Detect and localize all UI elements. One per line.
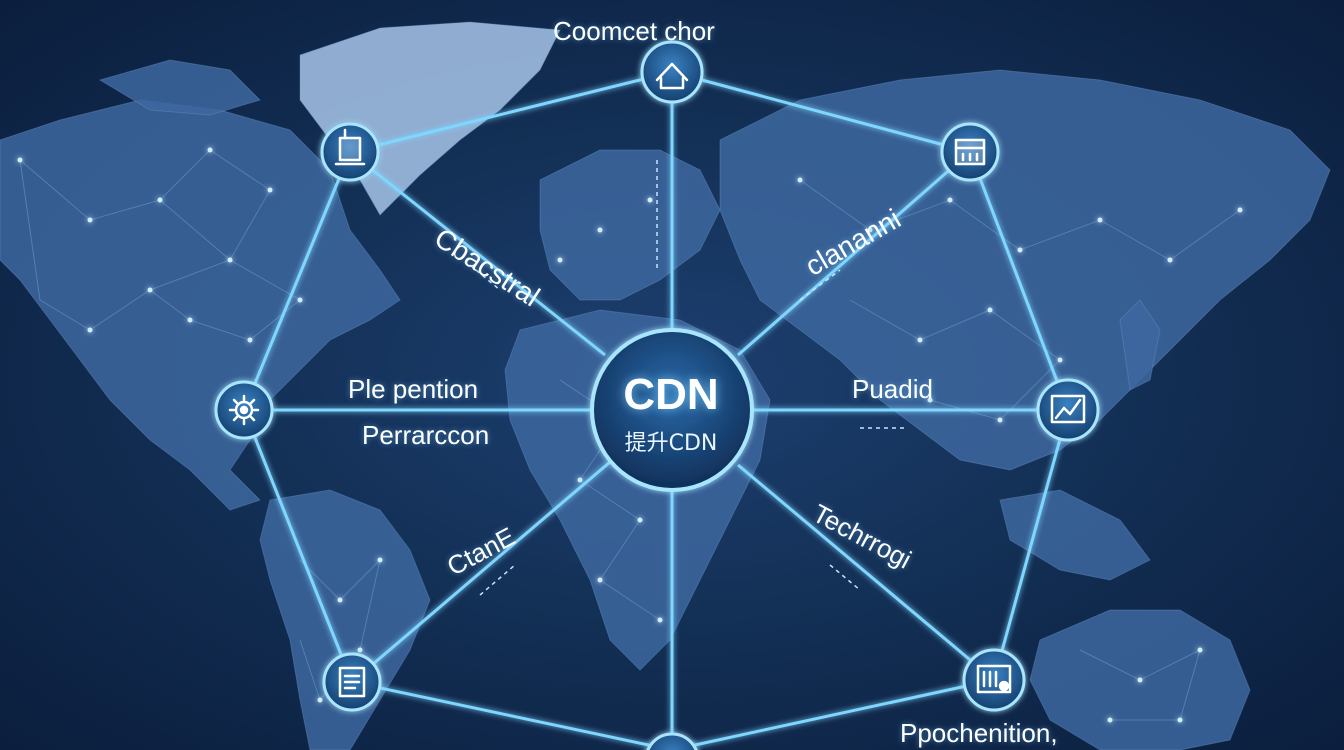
label-left-2: Perrarccon — [362, 420, 490, 450]
se-asia-shape — [999, 489, 1151, 581]
cdn-hub — [590, 328, 754, 492]
label-top: Coomcet chor — [553, 16, 715, 46]
home-icon — [655, 62, 689, 90]
hub-title: CDN — [623, 370, 719, 419]
label-bottom-right: Ppochenition, — [900, 718, 1058, 748]
home-node — [640, 40, 704, 104]
chart-icon — [1050, 394, 1086, 424]
label-left-1: Ple pention — [348, 374, 479, 404]
city-dots — [17, 147, 1243, 723]
greenland-shape — [299, 21, 561, 216]
flow-arrows — [469, 160, 905, 596]
document-icon — [338, 666, 366, 698]
gear-icon — [228, 394, 260, 426]
arctic-islands-shape — [98, 59, 261, 116]
research-node — [320, 122, 380, 182]
chip-icon — [976, 664, 1012, 694]
hardware-node — [962, 648, 1026, 712]
server-icon — [954, 138, 986, 166]
hub-subtitle: 提升CDN — [624, 431, 718, 456]
bottom-node — [646, 732, 698, 750]
datacenter-node — [940, 122, 1000, 182]
south-america-shape — [259, 489, 431, 750]
japan-shape — [1119, 299, 1161, 391]
analytics-node — [1036, 378, 1100, 442]
label-right: Puadid — [852, 374, 933, 404]
lab-icon — [334, 128, 366, 166]
connection-lines — [242, 70, 1070, 750]
europe-shape — [539, 149, 721, 301]
